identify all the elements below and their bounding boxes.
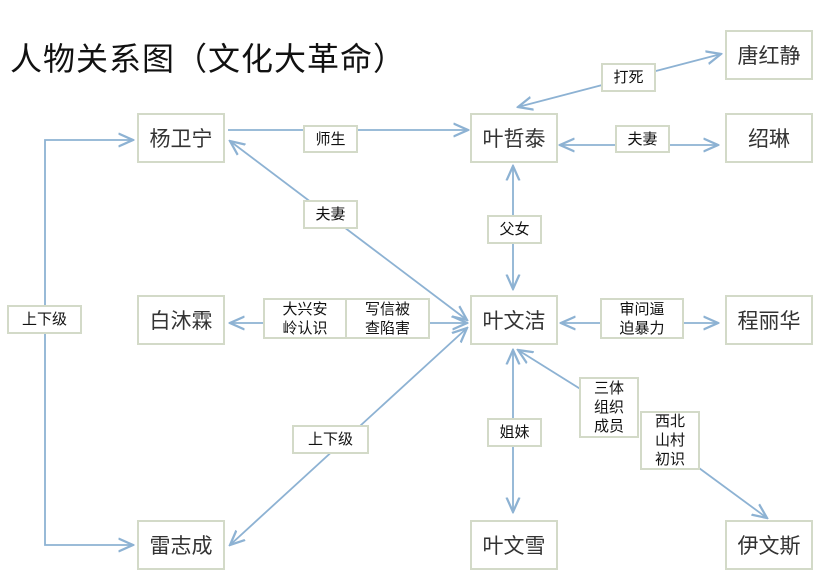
label-spouse-ye-shao: 夫妻 [615,125,670,153]
node-ye-wenxue: 叶文雪 [470,520,558,570]
label-met-daxinganling: 大兴安岭认识 [263,298,347,339]
label-teacher-student: 师生 [303,125,358,153]
label-letter-framed: 写信被查陷害 [345,298,430,339]
node-shao-lin: 绍琳 [725,113,813,163]
node-lei-zhicheng: 雷志成 [137,520,225,570]
label-superior-left: 上下级 [7,305,82,334]
node-bai-mulin: 白沐霖 [137,295,225,345]
label-father-daughter: 父女 [487,215,542,244]
edge-trisolaris [518,350,583,391]
node-cheng-lihua: 程丽华 [725,295,813,345]
page-title: 人物关系图（文化大革命） [10,40,407,78]
node-tang-hongjing: 唐红静 [725,30,813,80]
node-evans: 伊文斯 [725,520,813,570]
label-met-northwest: 西北山村初识 [640,411,700,470]
label-sisters: 姐妹 [487,418,542,447]
node-yang-weining: 杨卫宁 [137,113,225,163]
label-spouse-yang-ye: 夫妻 [303,200,358,229]
label-superior-mid: 上下级 [292,425,369,454]
edge-spouse-yang-ye [230,141,467,320]
edge-superior-left [44,140,133,545]
label-trisolaris-member: 三体组织成员 [579,377,639,438]
label-interrogation: 审问逼迫暴力 [600,298,684,339]
node-ye-zhetai: 叶哲泰 [470,113,558,163]
node-ye-wenjie: 叶文洁 [470,295,558,345]
label-beat-to-death: 打死 [601,63,656,92]
edge-northwest [698,467,767,518]
